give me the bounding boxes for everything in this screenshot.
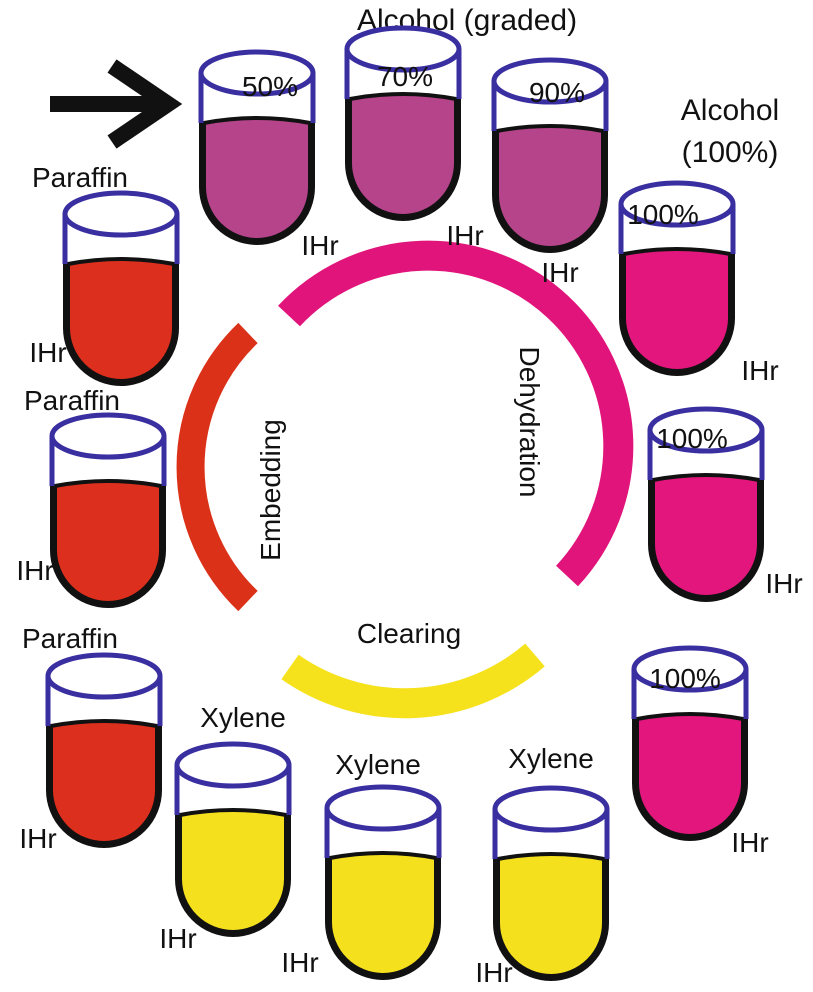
tube-alcohol-100-c: 100% IHr [631, 645, 769, 858]
liquid-fill [49, 719, 159, 845]
tube-rim [492, 785, 610, 833]
dehydration-label: Dehydration [514, 347, 545, 498]
tube-time-label: IHr [281, 947, 318, 978]
tube-time-label: IHr [741, 355, 778, 386]
tube-time-label: IHr [765, 568, 802, 599]
liquid-fill [622, 247, 732, 373]
tube-rim [491, 57, 609, 105]
tube-time-label: IHr [301, 230, 338, 261]
tube-label: 50% [242, 71, 298, 102]
tube-alcohol-90: 90% IHr [491, 57, 609, 288]
embedding-label: Embedding [255, 419, 286, 561]
tube-label: 100% [656, 423, 728, 454]
tube-time-label: IHr [29, 337, 66, 368]
tube-label: Paraffin [32, 162, 128, 193]
liquid-fill [66, 257, 176, 383]
tube-group: 50%IHr70%IHr90%IHr100%IHr100%IHr100%IHrX… [16, 25, 803, 988]
tube-rim [344, 25, 462, 73]
liquid-fill [178, 808, 288, 934]
clearing-arc [281, 643, 545, 719]
liquid-fill [202, 116, 312, 242]
tube-time-label: IHr [16, 555, 53, 586]
tube-label: 100% [649, 663, 721, 694]
tube-rim [198, 49, 316, 97]
arrow-right-icon [50, 59, 183, 149]
liquid-fill [651, 473, 761, 599]
embedding-arc [176, 322, 258, 612]
liquid-fill [495, 124, 605, 250]
tube-alcohol-100-a: 100% IHr [618, 180, 779, 386]
tube-rim [618, 180, 736, 228]
tube-time-label: IHr [475, 957, 512, 988]
tube-label: Xylene [200, 702, 286, 733]
tube-time-label: IHr [731, 827, 768, 858]
tube-rim [647, 406, 765, 454]
tube-label: Xylene [508, 743, 594, 774]
tube-time-label: IHr [19, 823, 56, 854]
tube-alcohol-50: 50% IHr [198, 49, 339, 261]
liquid-fill [635, 712, 745, 838]
tube-label: 100% [627, 199, 699, 230]
clearing-label: Clearing [357, 618, 461, 649]
liquid-fill [53, 479, 163, 605]
tube-time-label: IHr [541, 257, 578, 288]
tube-time-label: IHr [446, 220, 483, 251]
tube-rim [631, 645, 749, 693]
dehydration-arc [278, 240, 634, 587]
tube-label: Xylene [335, 749, 421, 780]
tube-rim [62, 190, 180, 238]
tube-time-label: IHr [159, 923, 196, 954]
alcohol-100-label-line2: (100%) [682, 136, 779, 169]
tube-label: 70% [377, 61, 433, 92]
tube-rim [49, 412, 167, 460]
tube-label: 90% [529, 77, 585, 108]
tube-rim [45, 652, 163, 700]
liquid-fill [496, 852, 606, 978]
liquid-fill [348, 92, 458, 218]
tube-alcohol-100-b: 100% IHr [647, 406, 803, 602]
tube-rim [324, 784, 442, 832]
alcohol-100-label-line1: Alcohol [681, 94, 779, 127]
tube-rim [174, 741, 292, 789]
tube-label: Paraffin [24, 385, 120, 416]
tube-alcohol-70: 70% IHr [344, 25, 484, 251]
liquid-fill [328, 851, 438, 977]
tube-label: Paraffin [22, 623, 118, 654]
